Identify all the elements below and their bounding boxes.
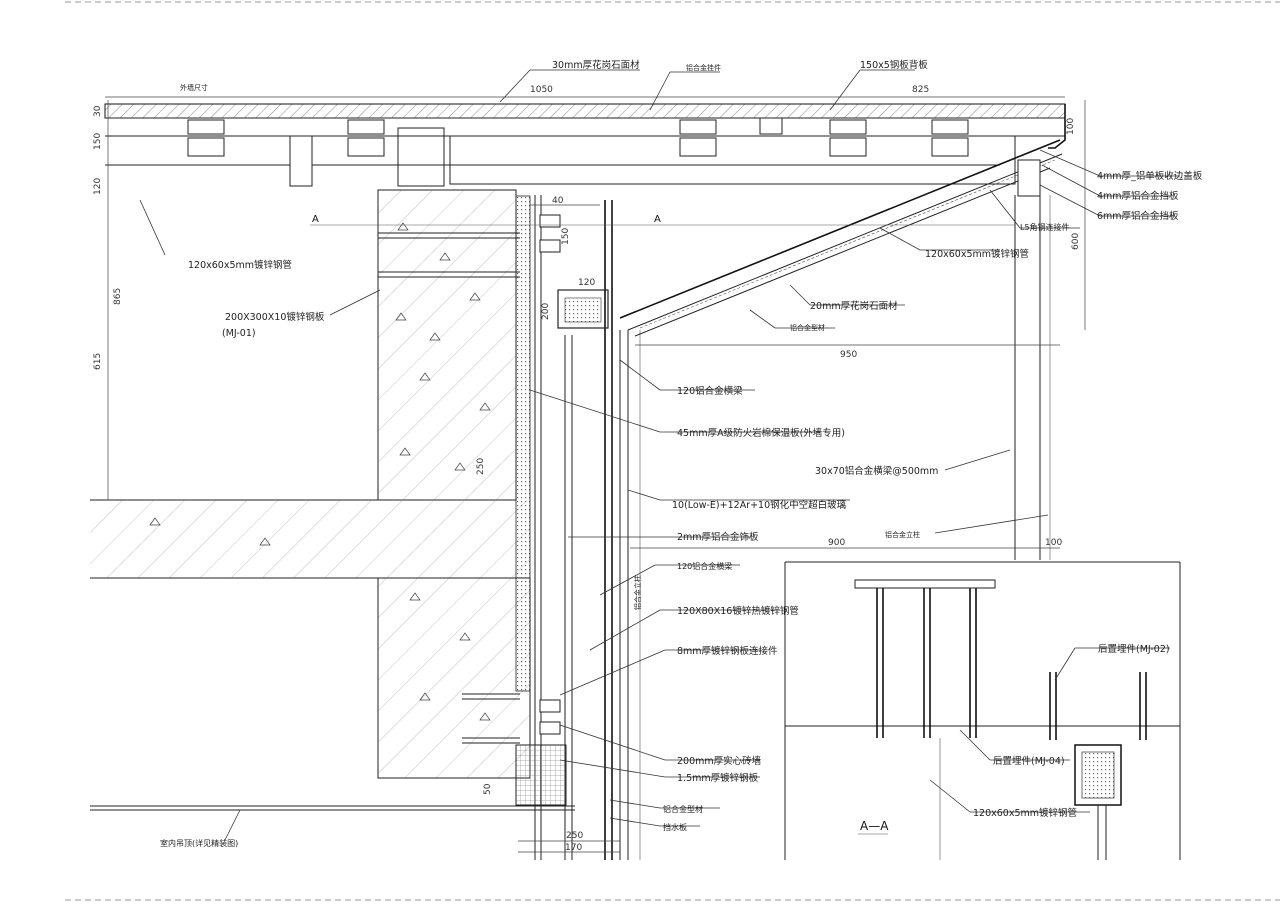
label-alum-profile-2: 铝合金型材	[663, 804, 703, 814]
top-brackets	[187, 117, 969, 187]
dim-200: 200	[541, 303, 551, 320]
dim-615: 615	[93, 353, 103, 370]
dim-100-right: 100	[1066, 118, 1076, 135]
label-120x60-tube-aa: 120x60x5mm镀锌钢管	[973, 807, 1077, 819]
label-120x60-tube-left: 120x60x5mm镀锌钢管	[188, 259, 292, 271]
dim-250-b: 250	[476, 458, 486, 475]
label-2mm-panel: 2mm厚铝合金饰板	[677, 531, 759, 543]
label-8mm-connector: 8mm厚镀锌钢板连接件	[677, 645, 778, 657]
label-water-stopper: 挡水板	[663, 822, 687, 832]
label-30mm-stone: 30mm厚花岗石面材	[552, 59, 640, 71]
label-200mm-brick: 200mm厚实心砖墙	[677, 755, 762, 767]
label-120-al-beam-b: 120铝合金横梁	[677, 561, 732, 571]
concrete-floor	[90, 500, 530, 578]
label-45mm-insulation: 45mm厚A级防火岩棉保温板(外墙专用)	[677, 427, 845, 439]
label-120x80-tube: 120X80X16镀锌热镀锌钢管	[677, 605, 799, 617]
label-vertical-column: 铝合金立柱	[633, 575, 642, 610]
label-mj02: 后置埋件(MJ-02)	[1098, 643, 1170, 655]
top-stone-slab	[104, 103, 1066, 119]
transom-box	[557, 289, 609, 329]
label-120x60-tube-right: 120x60x5mm镀锌钢管	[925, 248, 1029, 260]
label-30x70-beam: 30x70铝合金横梁@500mm	[815, 465, 938, 477]
dim-170: 170	[565, 843, 582, 853]
label-low-e-glass: 10(Low-E)+12Ar+10钢化中空超白玻璃	[672, 499, 846, 511]
dim-1050: 1050	[530, 85, 553, 95]
dim-120-top: 120	[578, 278, 595, 288]
label-l5-angle: L5角钢连接件	[1020, 222, 1070, 232]
aggregate-marks	[149, 222, 491, 721]
label-120-al-beam: 120铝合金横梁	[677, 385, 743, 397]
label-mj04: 后置埋件(MJ-04)	[993, 755, 1065, 767]
mullion-connectors	[539, 214, 561, 735]
label-6mm-plate: 6mm厚铝合金挡板	[1097, 210, 1179, 222]
label-mj01: (MJ-01)	[222, 328, 256, 339]
dim-600: 600	[1071, 233, 1081, 250]
dimension-lines	[105, 96, 1086, 853]
annotation-labels: 30mm厚花岗石面材 铝合金挂件 150x5钢板背板 外墙尺寸 120x60x5…	[160, 59, 1203, 848]
dim-865: 865	[113, 288, 123, 305]
label-4mm-cover: 4mm厚_铝单板收边盖板	[1097, 170, 1203, 182]
label-1-5mm-plate: 1.5mm厚镀锌钢板	[677, 772, 759, 784]
dim-120-left: 120	[93, 178, 103, 195]
dim-40: 40	[552, 196, 564, 206]
label-wall-size: 外墙尺寸	[180, 83, 208, 92]
steel-beam-box	[397, 127, 445, 187]
section-marker-left: A	[312, 214, 319, 225]
interior-ceiling	[90, 805, 575, 811]
insulation-strip	[515, 195, 531, 692]
dim-825: 825	[912, 85, 929, 95]
label-ceiling: 室内吊顶(详见精装图)	[160, 838, 238, 848]
leader-lines	[139, 69, 1180, 841]
dim-950: 950	[840, 350, 857, 360]
dim-30: 30	[93, 105, 103, 117]
dim-150-mid: 150	[561, 228, 571, 245]
anchor-bolts	[378, 232, 520, 744]
sloped-canopy	[619, 139, 1063, 337]
section-title-aa: A—A	[860, 819, 889, 833]
label-150x5-plate: 150x5钢板背板	[860, 59, 928, 71]
dim-100-bottom: 100	[1045, 538, 1062, 548]
dimension-labels: 1050 825 100 30 150 120 865 615 40 120 9…	[93, 85, 1081, 853]
section-aa-panel	[784, 561, 1181, 860]
concrete-floor-lower	[377, 577, 531, 779]
label-alum-column: 铝合金立柱	[885, 530, 920, 539]
steel-beam-right	[449, 135, 1016, 185]
concrete-wall	[377, 189, 517, 501]
bottom-grid-block	[515, 744, 567, 806]
label-4mm-plate: 4mm厚铝合金挡板	[1097, 190, 1179, 202]
section-marker-right: A	[654, 214, 661, 225]
label-20mm-stone: 20mm厚花岗石面材	[810, 300, 898, 312]
label-200x300-plate: 200X300X10镀锌钢板	[225, 311, 325, 323]
dim-50: 50	[483, 783, 493, 795]
dim-900: 900	[828, 538, 845, 548]
label-alum-profile: 铝合金型材	[790, 323, 825, 332]
dim-150: 150	[93, 133, 103, 150]
dim-250-a: 250	[566, 831, 583, 841]
label-alum-hanger: 铝合金挂件	[686, 63, 721, 72]
